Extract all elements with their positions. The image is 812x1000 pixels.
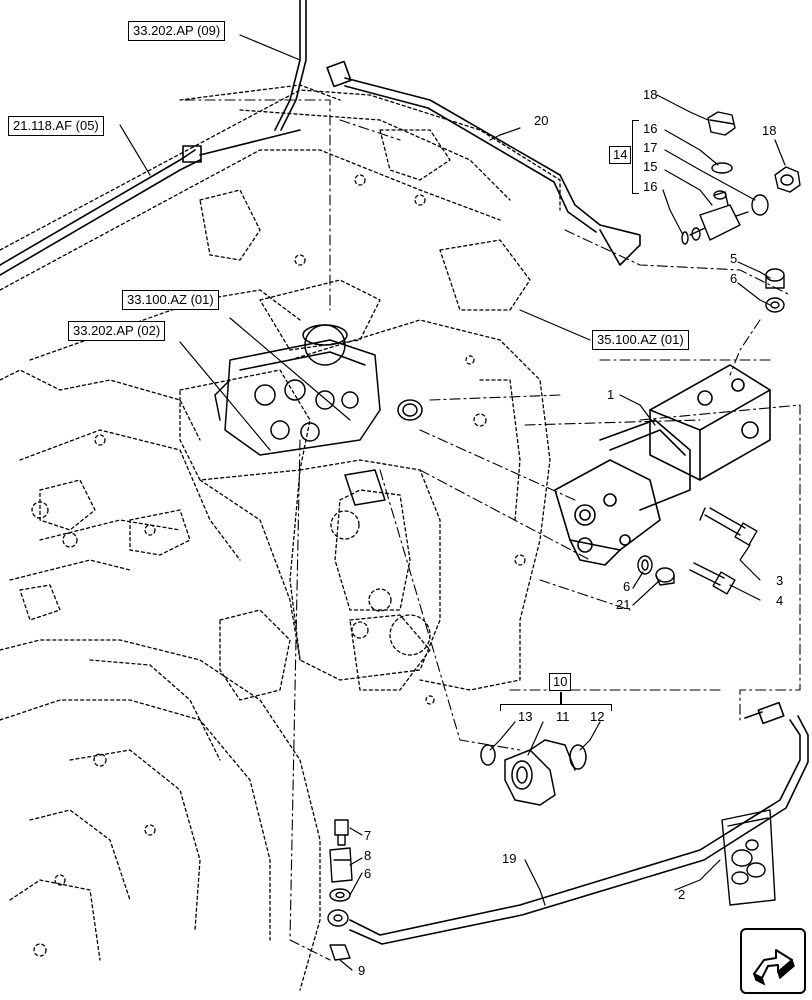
- group-bracket-10: [500, 704, 612, 711]
- group-label-14: 14: [609, 146, 632, 164]
- callout-4: 4: [776, 593, 784, 608]
- callout-21: 21: [616, 597, 631, 612]
- callout-15: 15: [643, 159, 658, 174]
- washer-6-and-plug-21: [637, 555, 675, 586]
- bolt-4: [689, 562, 736, 595]
- callout-6-lower: 6: [364, 866, 372, 881]
- tee-fitting-15: [689, 190, 749, 241]
- group-bracket-14: [632, 120, 639, 194]
- callout-9: 9: [358, 963, 366, 978]
- next-page-arrow-icon[interactable]: [740, 928, 806, 994]
- tube-20: [274, 0, 641, 266]
- arrow-icon-graphic: [753, 949, 795, 986]
- callout-11: 11: [556, 709, 570, 724]
- elbow-11-and-o-rings: [480, 739, 587, 806]
- tube-21-118: [0, 129, 301, 276]
- ref-box-21-118-af-05[interactable]: 21.118.AF (05): [8, 116, 104, 136]
- callout-18-left: 18: [643, 87, 658, 102]
- callout-18-right: 18: [762, 123, 777, 138]
- callout-3: 3: [776, 573, 784, 588]
- callout-5: 5: [730, 251, 738, 266]
- assembly-lines: [184, 99, 801, 961]
- tractor-frame-outline: [0, 84, 561, 991]
- callout-20: 20: [534, 113, 549, 128]
- group-bracket-10-stem: [560, 692, 562, 704]
- callout-leaders: [119, 34, 786, 971]
- callout-19: 19: [502, 851, 517, 866]
- tube-19: [349, 701, 809, 945]
- callout-1: 1: [607, 387, 615, 402]
- callout-6-middle: 6: [623, 579, 631, 594]
- callout-7: 7: [364, 828, 372, 843]
- o-rings-16-17: [681, 162, 769, 245]
- fitting-stack-7-8-6-9: [327, 819, 353, 961]
- callout-8: 8: [364, 848, 372, 863]
- ref-box-33-100-az-01[interactable]: 33.100.AZ (01): [122, 290, 219, 310]
- callout-6-upper: 6: [730, 271, 738, 286]
- callout-16-lower: 16: [643, 179, 658, 194]
- group-label-10: 10: [549, 673, 572, 691]
- callout-13: 13: [518, 709, 533, 724]
- nuts-18: [707, 111, 801, 193]
- callout-2: 2: [678, 887, 686, 902]
- ref-box-33-202-ap-02[interactable]: 33.202.AP (02): [68, 321, 166, 341]
- seal-kit-bag-2: [721, 809, 776, 906]
- callout-17: 17: [643, 140, 658, 155]
- plug-5: [765, 268, 785, 313]
- solenoid-valve-1: [554, 364, 771, 566]
- valve-block-assembly: [214, 324, 423, 506]
- ref-box-35-100-az-01[interactable]: 35.100.AZ (01): [592, 330, 689, 350]
- ref-box-33-202-ap-09[interactable]: 33.202.AP (09): [128, 21, 226, 41]
- callout-12: 12: [590, 709, 605, 724]
- bolt-3: [699, 507, 758, 546]
- callout-16-upper: 16: [643, 121, 658, 136]
